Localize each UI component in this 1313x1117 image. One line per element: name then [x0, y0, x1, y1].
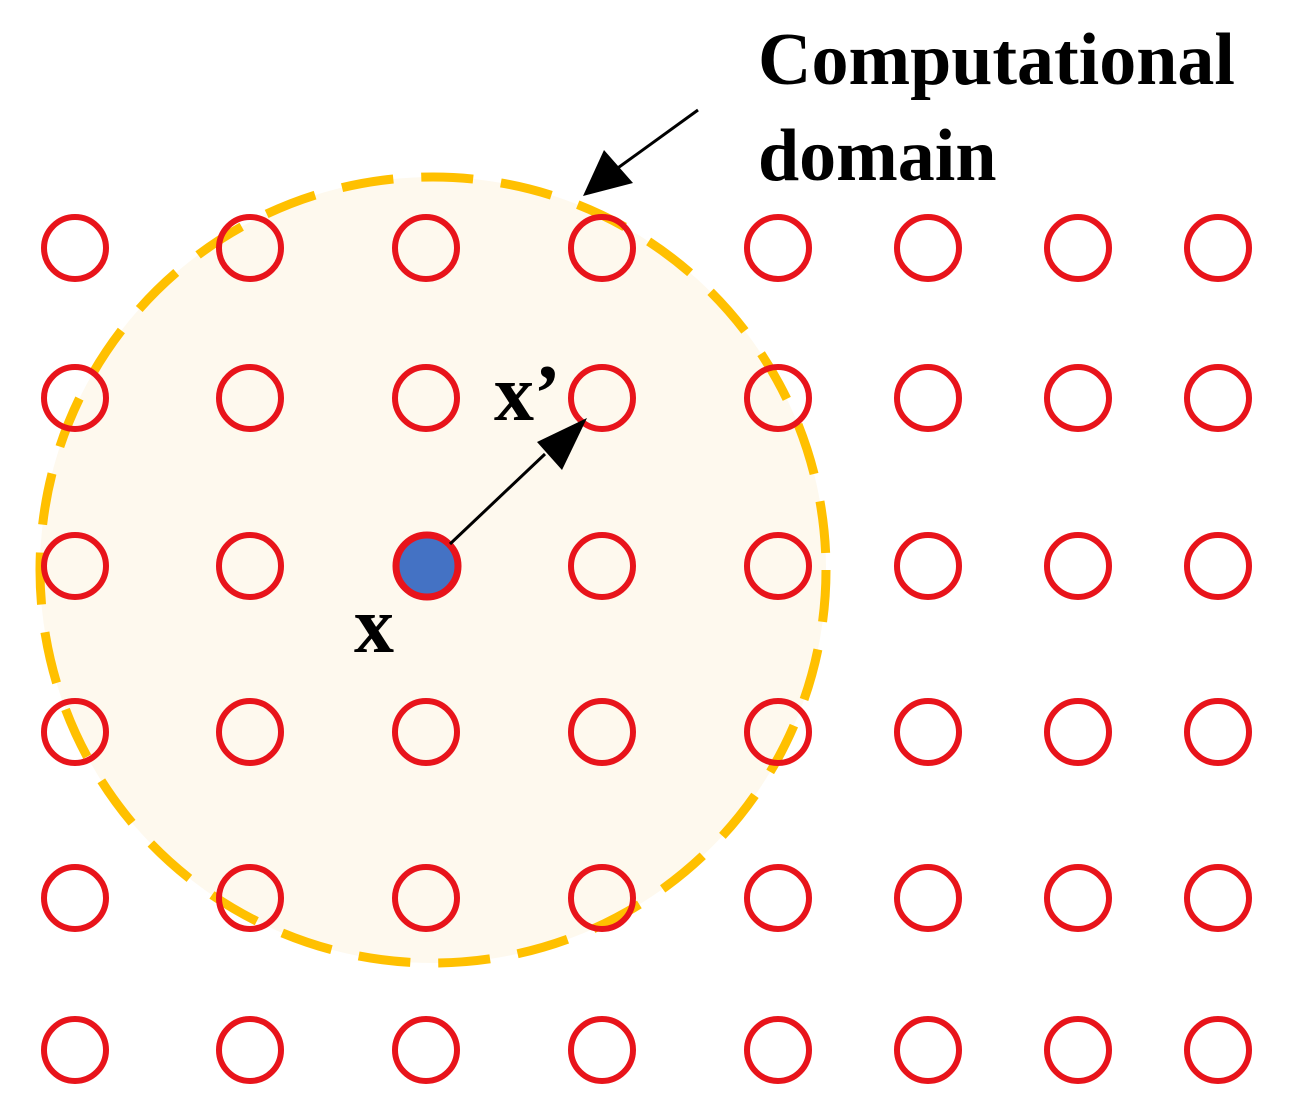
node-circle	[744, 532, 812, 600]
node-circle	[568, 698, 636, 766]
node-circle	[1184, 364, 1252, 432]
node-circle	[1184, 1016, 1252, 1084]
node-circle	[216, 532, 284, 600]
node-circle	[568, 864, 636, 932]
node-circle	[1044, 1016, 1112, 1084]
node-circle	[216, 698, 284, 766]
node-circle	[1044, 698, 1112, 766]
node-circle	[1184, 214, 1252, 282]
node-circle	[568, 532, 636, 600]
node-circle	[41, 698, 109, 766]
node-grid	[41, 214, 1252, 1084]
node-circle	[392, 364, 460, 432]
node-circle	[392, 1016, 460, 1084]
node-circle	[392, 864, 460, 932]
label-x-prime: x’	[494, 350, 561, 438]
arrow-label-to-domain-shaft	[614, 108, 699, 172]
domain-label-line1: Computational	[758, 19, 1235, 101]
node-circle	[568, 1016, 636, 1084]
arrow-x-to-x-prime-head	[537, 418, 587, 470]
node-circle	[216, 364, 284, 432]
node-circle	[41, 214, 109, 282]
node-circle	[216, 214, 284, 282]
node-circle	[41, 864, 109, 932]
arrow-x-to-x-prime-shaft	[448, 452, 547, 546]
node-circle	[744, 214, 812, 282]
node-circle	[1044, 214, 1112, 282]
node-circle	[744, 1016, 812, 1084]
node-circle	[894, 864, 962, 932]
node-circle	[744, 864, 812, 932]
node-circle	[894, 364, 962, 432]
node-circle	[216, 864, 284, 932]
node-circle	[392, 698, 460, 766]
node-circle	[392, 214, 460, 282]
node-circle	[1044, 532, 1112, 600]
node-circle	[744, 698, 812, 766]
node-circle	[216, 1016, 284, 1084]
node-circle	[744, 364, 812, 432]
node-circle	[894, 698, 962, 766]
arrow-label-to-domain-head	[583, 150, 633, 196]
node-circle	[1044, 864, 1112, 932]
node-circle	[41, 364, 109, 432]
node-circle	[894, 532, 962, 600]
domain-label-line2: domain	[758, 115, 997, 197]
node-circle	[894, 1016, 962, 1084]
arrow-label-to-domain	[583, 108, 699, 196]
node-circle	[568, 364, 636, 432]
node-circle	[41, 532, 109, 600]
label-x: x	[354, 582, 394, 670]
node-circle	[1184, 864, 1252, 932]
node-circle	[568, 214, 636, 282]
node-circle	[1044, 364, 1112, 432]
center-point-x	[392, 531, 462, 601]
node-circle	[894, 214, 962, 282]
arrow-x-to-x-prime	[448, 418, 587, 546]
node-circle	[1184, 698, 1252, 766]
node-circle	[41, 1016, 109, 1084]
node-circle	[1184, 532, 1252, 600]
